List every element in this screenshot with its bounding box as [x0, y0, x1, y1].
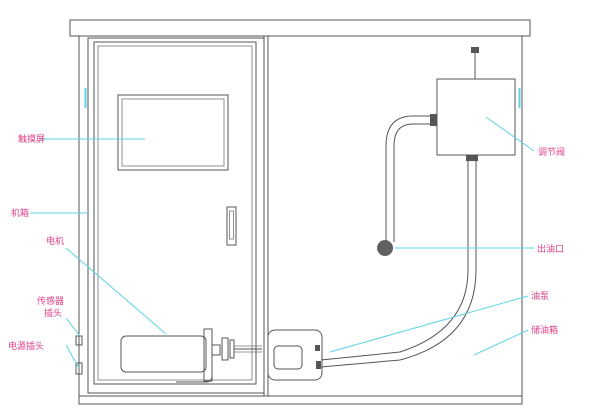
oil-outlet-ball-icon [377, 240, 393, 256]
leader-power-plug [65, 344, 80, 369]
label-oil-tank: 储油箱 [531, 324, 558, 336]
motor [120, 328, 262, 383]
leader-motor [65, 247, 167, 335]
label-cabinet: 机箱 [11, 207, 29, 219]
label-touch-screen: 触摸屏 [18, 133, 45, 145]
right-handle-icon [518, 88, 521, 108]
label-oil-pump: 油泵 [531, 290, 549, 302]
leader-oil-pump [329, 295, 529, 353]
cabinet-outline [69, 19, 531, 405]
sensor-socket-icon [75, 335, 83, 346]
power-plug-icon [75, 362, 83, 375]
label-sensor-socket-line2: 插头 [44, 307, 62, 319]
leader-lines [30, 116, 535, 369]
pump-outlet-icon [315, 345, 320, 351]
leader-regulating-valve [485, 116, 535, 152]
left-compartment [87, 36, 269, 396]
leader-oil-tank [473, 329, 529, 356]
supply-pipe [320, 161, 477, 368]
door [93, 41, 257, 385]
label-oil-outlet: 出油口 [537, 243, 564, 255]
labels: 触摸屏 机箱 电机 传感器 插头 电源插头 调节阀 出油口 油泵 储油箱 [8, 133, 565, 352]
label-motor: 电机 [46, 235, 64, 247]
label-regulating-valve: 调节阀 [538, 147, 565, 158]
regulating-valve [430, 47, 516, 161]
leader-sensor-socket [65, 317, 81, 337]
oil-pump [267, 329, 323, 381]
outlet-pipe [385, 115, 430, 242]
door-handle-icon [226, 206, 237, 246]
label-sensor-socket-line1: 传感器 [37, 295, 64, 307]
touch-screen [117, 94, 229, 171]
left-handle-icon [84, 88, 87, 108]
label-power-plug: 电源插头 [8, 340, 44, 352]
